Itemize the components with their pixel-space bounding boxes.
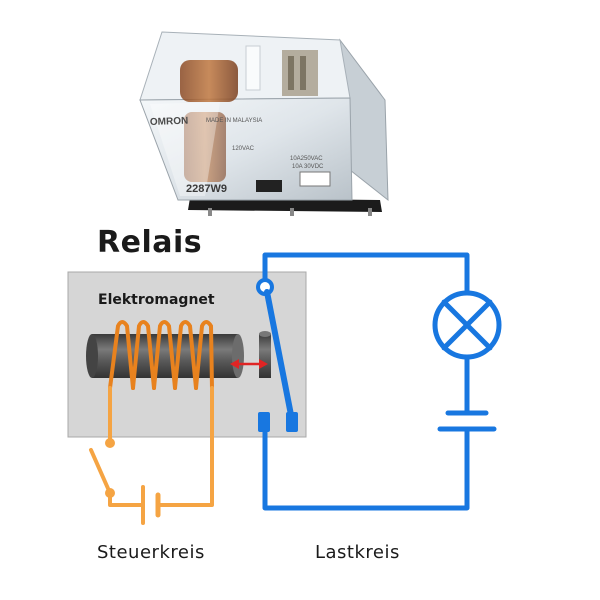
relay-photo-contact-blade — [300, 56, 306, 90]
relay-marking-origin: MADE IN MALAYSIA — [206, 118, 262, 124]
electromagnet-label: Elektromagnet — [98, 292, 215, 308]
load-battery-icon — [437, 410, 497, 432]
electromagnet — [86, 320, 271, 390]
control-wire-right — [156, 386, 214, 507]
control-wire-bottom — [108, 491, 145, 507]
diagram-title: Relais — [97, 225, 203, 260]
armature-plate — [259, 334, 271, 378]
magnet-core-end — [86, 334, 98, 378]
relay-marking-voltage: 120VAC — [232, 146, 255, 152]
switch-icon — [256, 278, 298, 432]
switch-armature-tip — [286, 412, 298, 432]
contact-icon — [258, 412, 270, 432]
relay-top-face — [139, 31, 351, 101]
control-circuit-label: Steuerkreis — [97, 542, 205, 563]
relay-base — [188, 198, 382, 212]
coil-icon — [108, 320, 214, 390]
relay-marking-ac-rating: 10A250VAC — [290, 156, 323, 162]
load-circuit-wires — [262, 252, 470, 511]
relay-pin — [208, 208, 212, 216]
relay-photo-armature — [245, 45, 261, 91]
load-wire-bottom — [262, 422, 470, 511]
switch-armature — [264, 289, 295, 423]
relay-photo: OMRON MADE IN MALAYSIA 120VAC 10A250VAC … — [139, 31, 389, 216]
magnet-core-front — [232, 334, 244, 378]
relay-marking-dc-rating: 10A 30VDC — [292, 164, 324, 170]
load-wire-top — [262, 252, 470, 296]
battery-icon — [141, 485, 161, 525]
relay-pin — [290, 208, 294, 216]
armature-plate-top — [259, 331, 271, 337]
relay-pin — [368, 208, 372, 216]
arrow-icon — [230, 359, 268, 369]
lamp-icon — [432, 290, 502, 360]
relay-photo-highlight — [150, 102, 220, 196]
relay-photo-coil-lower — [184, 112, 226, 182]
relay-photo-coil — [180, 60, 238, 102]
relay-photo-contact-blade — [288, 56, 294, 90]
relay-photo-label — [299, 171, 331, 187]
relay-marking-model: 2287W9 — [186, 183, 227, 195]
load-circuit-label: Lastkreis — [315, 542, 400, 563]
control-switch-icon — [89, 438, 115, 498]
relay-photo-slot — [256, 180, 282, 192]
relay-marking-brand: OMRON — [150, 116, 189, 128]
